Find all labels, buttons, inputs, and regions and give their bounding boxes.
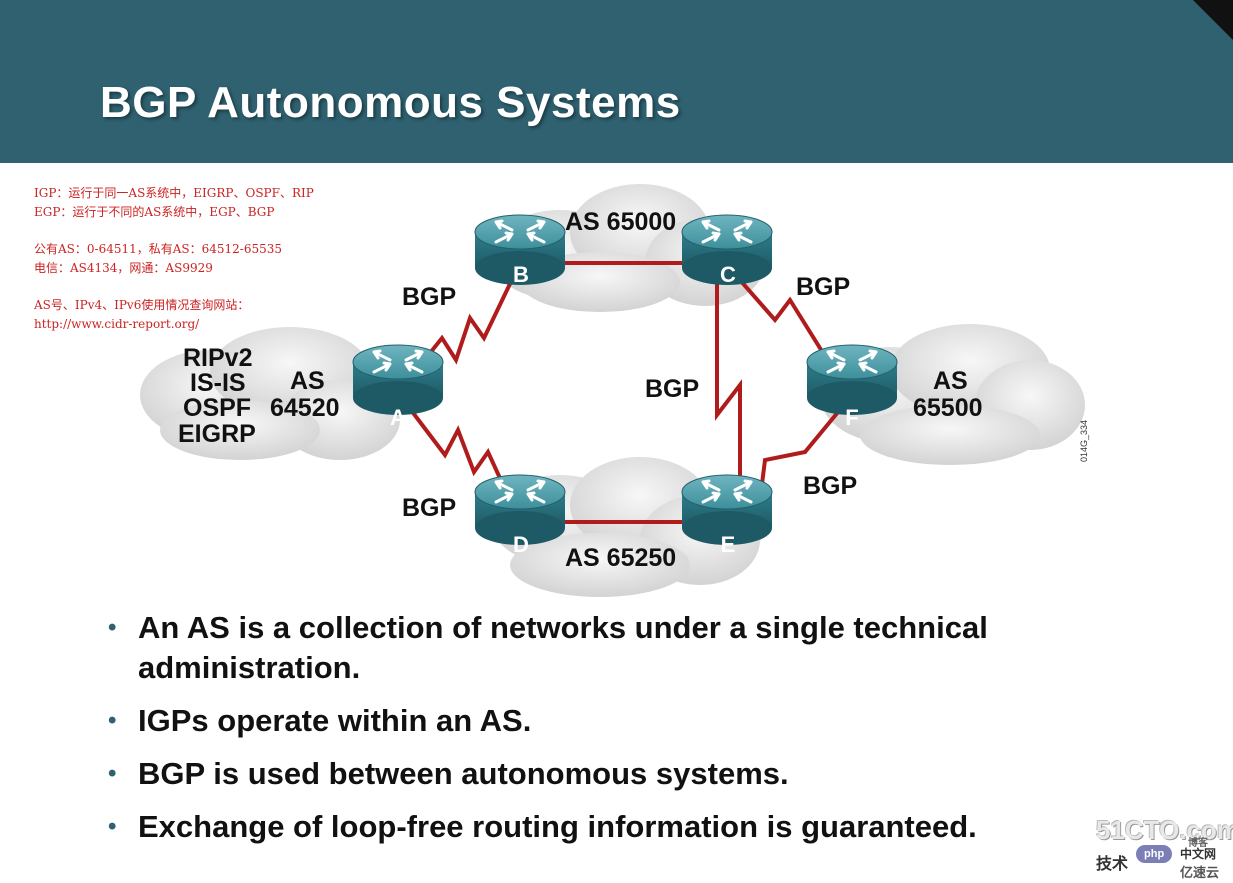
watermark-php-cn: 中文网 xyxy=(1180,847,1217,861)
slide-header: BGP Autonomous Systems xyxy=(0,0,1233,163)
router-d-label: D xyxy=(513,532,529,557)
router-c-label: C xyxy=(720,262,736,287)
router-e-label: E xyxy=(721,532,736,557)
bullet-as-definition: An AS is a collection of networks under … xyxy=(108,608,1108,688)
header-corner-fold xyxy=(1193,0,1233,40)
router-f-label: F xyxy=(845,405,858,430)
as-65250-label: AS 65250 xyxy=(565,544,676,572)
note-isp-as: 电信：AS4134，网通：AS9929 xyxy=(34,260,213,275)
link-a-b-serial xyxy=(396,262,522,395)
igp-ospf: OSPF xyxy=(183,394,251,422)
as-65000-label: AS 65000 xyxy=(565,208,676,236)
figure-code: 014G_334 xyxy=(1079,420,1089,462)
bgp-label-c-e: BGP xyxy=(645,375,699,403)
igp-ripv2: RIPv2 xyxy=(183,344,252,372)
bullet-bgp: BGP is used between autonomous systems. xyxy=(108,754,1108,794)
bullet-list: An AS is a collection of networks under … xyxy=(108,608,1108,860)
bgp-label-e-f: BGP xyxy=(803,472,857,500)
bgp-label-a-b: BGP xyxy=(402,283,456,311)
link-a-d-serial xyxy=(396,391,522,523)
as-64520-word: AS xyxy=(290,367,325,395)
link-c-f-serial xyxy=(723,261,850,395)
bullet-loop-free: Exchange of loop-free routing informatio… xyxy=(108,807,1108,847)
slide-title: BGP Autonomous Systems xyxy=(100,78,681,127)
bgp-topology-diagram: B C A F D E AS 65000 AS 65250 BGP BGP BG… xyxy=(140,184,1089,597)
bullet-igps: IGPs operate within an AS. xyxy=(108,701,1108,741)
watermark-php-logo: php xyxy=(1136,845,1173,863)
note-lookup-site: AS号、IPv4、IPv6使用情况查询网站： xyxy=(34,298,250,312)
igp-eigrp: EIGRP xyxy=(178,420,256,448)
igp-is-is: IS-IS xyxy=(190,369,246,397)
as-64520-number: 64520 xyxy=(270,394,340,422)
watermark-tech: 技术 xyxy=(1096,856,1129,873)
watermark-yisu: 亿速云 xyxy=(1180,865,1220,880)
bgp-label-a-d: BGP xyxy=(402,494,456,522)
watermark-51cto: 51CTO.com xyxy=(1096,815,1233,845)
as-65500-number: 65500 xyxy=(913,394,983,422)
bgp-label-c-f: BGP xyxy=(796,273,850,301)
router-b-label: B xyxy=(513,262,529,287)
as-65500-word: AS xyxy=(933,367,968,395)
link-c-e-serial xyxy=(715,263,742,522)
watermark-blog: 博客 xyxy=(1188,838,1208,849)
annotation-notes: IGP：运行于同一AS系统中，EIGRP、OSPF、RIP EGP：运行于不同的… xyxy=(34,184,314,333)
cloud-as-64520 xyxy=(140,327,400,460)
note-url: http://www.cidr-report.org/ xyxy=(34,316,200,331)
note-igp: IGP：运行于同一AS系统中，EIGRP、OSPF、RIP xyxy=(34,186,314,200)
note-egp: EGP：运行于不同的AS系统中，EGP、BGP xyxy=(34,204,275,219)
router-a-label: A xyxy=(390,405,406,430)
note-as-ranges: 公有AS：0-64511，私有AS：64512-65535 xyxy=(34,242,283,256)
